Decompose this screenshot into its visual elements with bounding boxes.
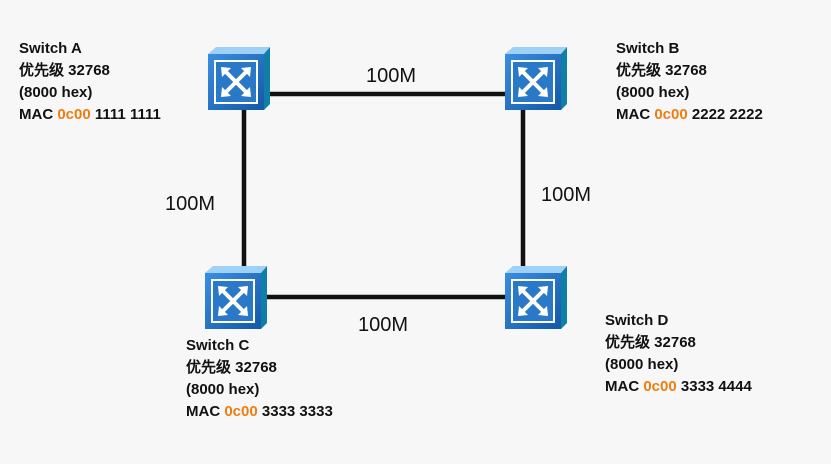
mac-rest: 3333 4444	[680, 378, 752, 395]
switch-a-info: Switch A 优先级 32768 (8000 hex) MAC 0c00 1…	[19, 38, 161, 126]
switch-mac: MAC 0c00 1111 1111	[19, 104, 161, 126]
switch-a-node	[206, 46, 272, 112]
switch-priority: 优先级 32768	[186, 359, 277, 376]
mac-prefix: 0c00	[224, 403, 258, 420]
switch-priority-hex: (8000 hex)	[605, 356, 679, 373]
switch-icon	[206, 46, 272, 112]
switch-c-info: Switch C 优先级 32768 (8000 hex) MAC 0c00 3…	[186, 335, 333, 423]
switch-name: Switch A	[19, 40, 82, 57]
switch-d-node	[503, 265, 569, 331]
switch-b-node	[503, 46, 569, 112]
switch-mac: MAC 0c00 3333 3333	[186, 401, 333, 423]
mac-prefix: 0c00	[654, 106, 688, 123]
switch-c-node	[203, 265, 269, 331]
switch-priority: 优先级 32768	[616, 62, 707, 79]
switch-priority-hex: (8000 hex)	[186, 381, 260, 398]
link-speed-a-c: 100M	[165, 193, 216, 215]
mac-label: MAC	[605, 378, 640, 395]
mac-rest: 1111 1111	[94, 106, 161, 123]
switch-d-info: Switch D 优先级 32768 (8000 hex) MAC 0c00 3…	[605, 310, 752, 398]
switch-priority-hex: (8000 hex)	[19, 84, 93, 101]
mac-rest: 3333 3333	[261, 403, 333, 420]
switch-priority: 优先级 32768	[19, 62, 110, 79]
switch-icon	[503, 265, 569, 331]
mac-label: MAC	[186, 403, 221, 420]
switch-mac: MAC 0c00 3333 4444	[605, 376, 752, 398]
link-speed-a-b: 100M	[366, 65, 417, 87]
switch-name: Switch C	[186, 337, 250, 354]
link-speed-c-d: 100M	[358, 314, 409, 336]
mac-rest: 2222 2222	[691, 106, 763, 123]
mac-prefix: 0c00	[57, 106, 91, 123]
switch-priority-hex: (8000 hex)	[616, 84, 690, 101]
switch-name: Switch B	[616, 40, 680, 57]
switch-priority: 优先级 32768	[605, 334, 696, 351]
mac-label: MAC	[616, 106, 651, 123]
mac-label: MAC	[19, 106, 54, 123]
mac-prefix: 0c00	[643, 378, 677, 395]
switch-icon	[503, 46, 569, 112]
switch-name: Switch D	[605, 312, 669, 329]
switch-b-info: Switch B 优先级 32768 (8000 hex) MAC 0c00 2…	[616, 38, 763, 126]
switch-icon	[203, 265, 269, 331]
link-speed-b-d: 100M	[541, 184, 592, 206]
switch-mac: MAC 0c00 2222 2222	[616, 104, 763, 126]
